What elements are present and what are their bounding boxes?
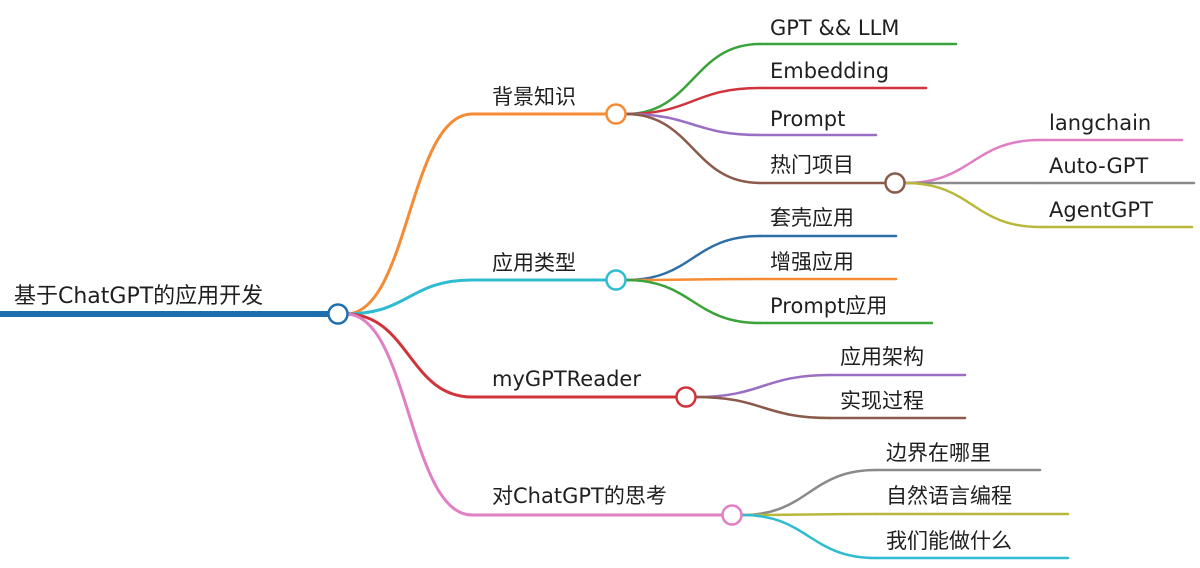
- branch-to-leaf-connector: [740, 512, 878, 517]
- leaf-enhanced-app[interactable]: 增强应用: [758, 250, 898, 281]
- leaf-label: langchain: [1049, 111, 1151, 135]
- branch-to-leaf-connector: [740, 468, 878, 517]
- leaf-label: Embedding: [770, 59, 889, 83]
- subtopic-hot-projects[interactable]: 热门项目: [758, 153, 906, 194]
- leaf-app-architecture[interactable]: 应用架构: [828, 345, 967, 377]
- root-topic[interactable]: 基于ChatGPT的应用开发: [0, 284, 349, 325]
- branch-background-knowledge[interactable]: 背景知识: [470, 85, 627, 125]
- leaf-label: 套壳应用: [770, 206, 854, 230]
- branch-collapse-node[interactable]: [605, 269, 627, 291]
- branch-to-leaf-connector: [624, 278, 762, 325]
- branch-label: myGPTReader: [492, 367, 641, 391]
- leaf-gpt-llm[interactable]: GPT && LLM: [758, 16, 958, 46]
- subtopic-collapse-node[interactable]: [884, 172, 906, 194]
- leaf-agentgpt[interactable]: AgentGPT: [1038, 198, 1194, 229]
- leaf-natural-language-programming[interactable]: 自然语言编程: [874, 484, 1070, 516]
- leaf-label: Prompt应用: [770, 294, 887, 318]
- leaf-auto-gpt[interactable]: Auto-GPT: [1038, 154, 1196, 185]
- branch-mygptreader[interactable]: myGPTReader: [470, 367, 697, 408]
- branch-to-leaf-connector: [694, 395, 832, 420]
- leaf-embedding[interactable]: Embedding: [758, 59, 928, 90]
- leaf-label: GPT && LLM: [770, 16, 899, 40]
- leaf-label: 应用架构: [840, 345, 924, 369]
- branch-to-leaf-connector: [624, 42, 762, 116]
- leaf-label: 我们能做什么: [886, 529, 1012, 553]
- leaf-prompt-app[interactable]: Prompt应用: [758, 294, 934, 325]
- leaf-label: Prompt: [770, 107, 845, 131]
- leaf-label: 增强应用: [770, 250, 854, 274]
- leaf-wrapper-app[interactable]: 套壳应用: [758, 206, 898, 238]
- branch-to-leaf-connector: [624, 112, 762, 137]
- branch-to-leaf-connector: [624, 112, 762, 185]
- leaf-label: 实现过程: [840, 389, 924, 413]
- root-to-branch-connector: [344, 278, 474, 316]
- leaf-label: 边界在哪里: [886, 441, 991, 465]
- branch-thoughts-on-chatgpt[interactable]: 对ChatGPT的思考: [470, 484, 743, 526]
- branch-label: 背景知识: [492, 85, 576, 109]
- branch-to-leaf-connector: [694, 373, 832, 399]
- leaf-where-is-boundary[interactable]: 边界在哪里: [874, 441, 1042, 472]
- leaf-label: 自然语言编程: [886, 484, 1012, 508]
- edges-layer: [344, 42, 1042, 560]
- branch-application-types[interactable]: 应用类型: [470, 251, 627, 291]
- subtopic-to-leaf-connector: [903, 138, 1042, 185]
- branch-to-leaf-connector: [740, 513, 878, 560]
- root-collapse-node[interactable]: [327, 303, 349, 325]
- root-to-branch-connector: [344, 312, 474, 399]
- branch-to-leaf-connector: [624, 277, 762, 282]
- subtopic-to-leaf-connector: [903, 181, 1042, 229]
- leaf-what-can-we-do[interactable]: 我们能做什么: [874, 529, 1070, 560]
- leaf-prompt[interactable]: Prompt: [758, 107, 878, 137]
- branch-to-leaf-connector: [624, 234, 762, 282]
- branch-label: 对ChatGPT的思考: [492, 484, 667, 508]
- branch-label: 应用类型: [492, 251, 576, 275]
- root-label: 基于ChatGPT的应用开发: [14, 284, 263, 309]
- branch-collapse-node[interactable]: [605, 103, 627, 125]
- branch-to-leaf-connector: [624, 86, 762, 116]
- leaf-langchain[interactable]: langchain: [1038, 111, 1184, 142]
- branch-collapse-node[interactable]: [721, 504, 743, 526]
- root-to-branch-connector: [344, 112, 474, 316]
- root-to-branch-connector: [344, 312, 474, 517]
- branch-collapse-node[interactable]: [675, 386, 697, 408]
- leaf-label: AgentGPT: [1049, 198, 1153, 222]
- leaf-implementation[interactable]: 实现过程: [828, 389, 967, 420]
- leaf-label: Auto-GPT: [1049, 154, 1148, 178]
- subtopic-label: 热门项目: [770, 153, 854, 177]
